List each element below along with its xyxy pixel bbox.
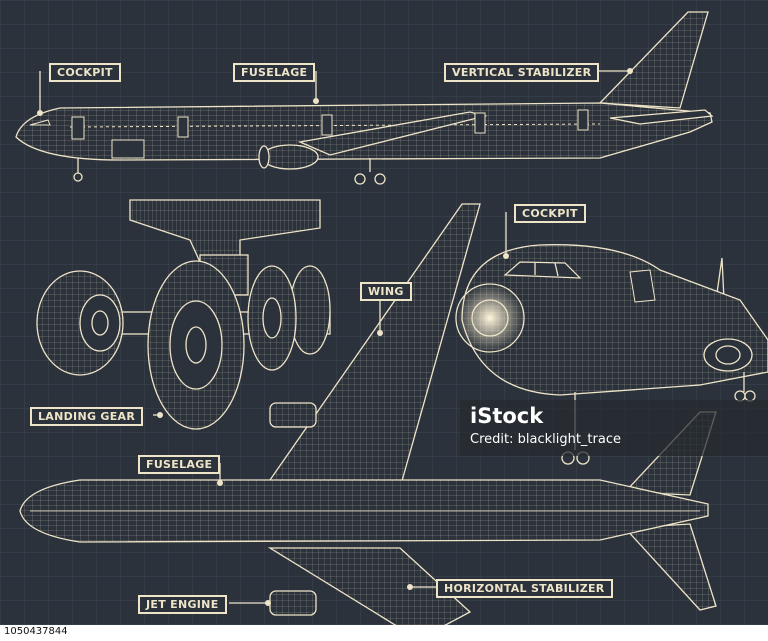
footer-bar: 1050437844 bbox=[0, 625, 768, 641]
watermark-brand: iStock bbox=[470, 404, 544, 428]
landing-gear-drawing bbox=[36, 199, 331, 430]
label-fuselage-top: FUSELAGE bbox=[138, 455, 221, 474]
top-view-airplane bbox=[19, 203, 717, 629]
label-cockpit-side: COCKPIT bbox=[49, 63, 121, 82]
watermark-credit: Credit: blacklight_trace bbox=[470, 432, 621, 447]
label-fuselage-side: FUSELAGE bbox=[233, 63, 316, 82]
stock-id: 1050437844 bbox=[4, 626, 68, 637]
front-cockpit-drawing bbox=[455, 244, 768, 465]
label-vertical-stabilizer: VERTICAL STABILIZER bbox=[444, 63, 600, 82]
label-horizontal-stabilizer: HORIZONTAL STABILIZER bbox=[436, 579, 613, 598]
label-landing-gear: LANDING GEAR bbox=[30, 407, 144, 426]
leader-dots bbox=[37, 68, 633, 606]
label-cockpit-front: COCKPIT bbox=[514, 204, 586, 223]
watermark: iStock Credit: blacklight_trace bbox=[460, 400, 768, 456]
label-jet-engine: JET ENGINE bbox=[138, 595, 227, 614]
side-view-airplane bbox=[15, 11, 714, 185]
label-wing: WING bbox=[360, 282, 412, 301]
